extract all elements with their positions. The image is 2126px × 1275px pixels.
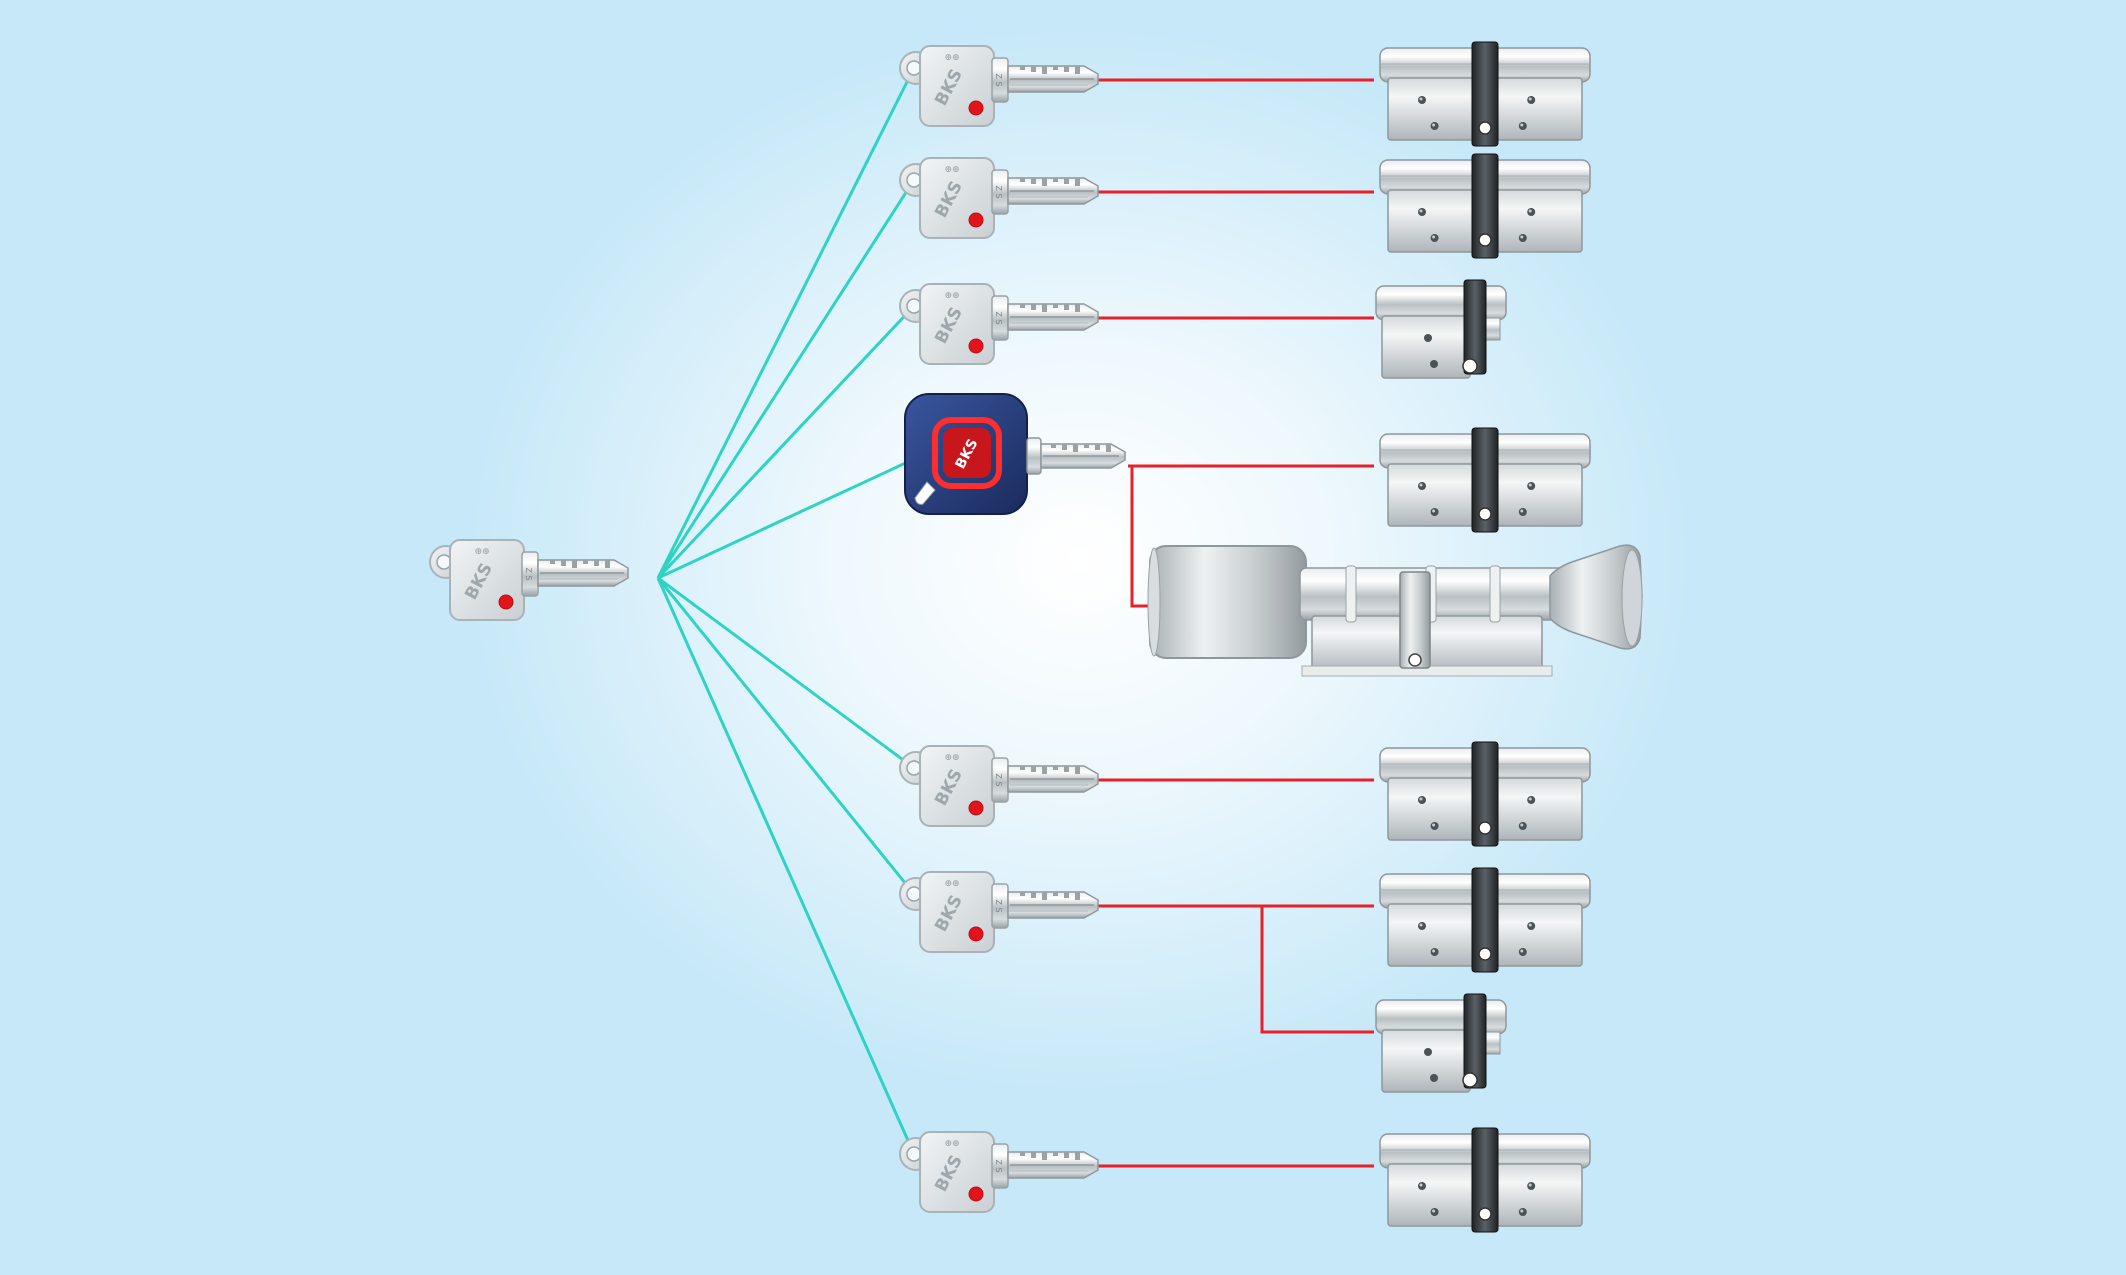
master-key: BKS⊕⊕Z S [429,539,629,621]
group-key: BKS⊕⊕Z S [899,745,1099,827]
svg-text:⊕⊕: ⊕⊕ [474,547,489,557]
svg-text:⊕⊕: ⊕⊕ [944,165,959,175]
cam [1471,867,1499,973]
master-link-line [656,304,916,580]
group-key: BKS⊕⊕Z S [899,1131,1099,1213]
cam [1471,427,1499,533]
group-key: BKS⊕⊕Z S [899,157,1099,239]
double-cylinder [1379,427,1591,533]
double-cylinder [1379,153,1591,259]
cam [1471,741,1499,847]
half-cylinder [1375,993,1507,1093]
master-link-line [656,577,916,895]
red-link-line [1260,906,1374,1034]
red-dot [968,338,984,354]
tag-icon [914,481,936,505]
master-link-line [656,179,916,579]
master-link-line [656,577,916,1155]
master-link-line [657,458,913,580]
group-key: BKS⊕⊕Z S [899,871,1099,953]
cam [1471,153,1499,259]
svg-text:Z S: Z S [994,1159,1003,1172]
red-dot [968,212,984,228]
svg-text:Z S: Z S [994,185,1003,198]
knob-cylinder [1147,544,1643,677]
cam [1399,571,1431,669]
svg-text:⊕⊕: ⊕⊕ [944,1139,959,1149]
red-dot [968,926,984,942]
svg-text:Z S: Z S [524,567,533,580]
red-dot [968,100,984,116]
double-cylinder [1379,1127,1591,1233]
red-dot [968,1186,984,1202]
svg-text:⊕⊕: ⊕⊕ [944,53,959,63]
svg-text:Z S: Z S [994,773,1003,786]
half-cylinder [1375,279,1507,379]
cam [1471,1127,1499,1233]
group-key: BKS⊕⊕Z S [899,283,1099,365]
transponder-key: BKS [904,393,1126,515]
cam [1463,279,1487,375]
svg-text:⊕⊕: ⊕⊕ [944,879,959,889]
cam [1463,993,1487,1089]
red-link-line [1128,464,1150,608]
cam [1471,41,1499,147]
master-link-line [656,67,916,579]
master-link-line [657,576,915,770]
group-key: BKS⊕⊕Z S [899,45,1099,127]
svg-text:⊕⊕: ⊕⊕ [944,291,959,301]
double-cylinder [1379,41,1591,147]
double-cylinder [1379,867,1591,973]
fob-red-ring [932,417,1002,489]
red-dot [968,800,984,816]
red-dot [498,594,514,610]
large-knob [1149,545,1307,659]
svg-text:Z S: Z S [994,311,1003,324]
double-cylinder [1379,741,1591,847]
svg-text:⊕⊕: ⊕⊕ [944,753,959,763]
svg-text:Z S: Z S [994,73,1003,86]
svg-text:Z S: Z S [994,899,1003,912]
